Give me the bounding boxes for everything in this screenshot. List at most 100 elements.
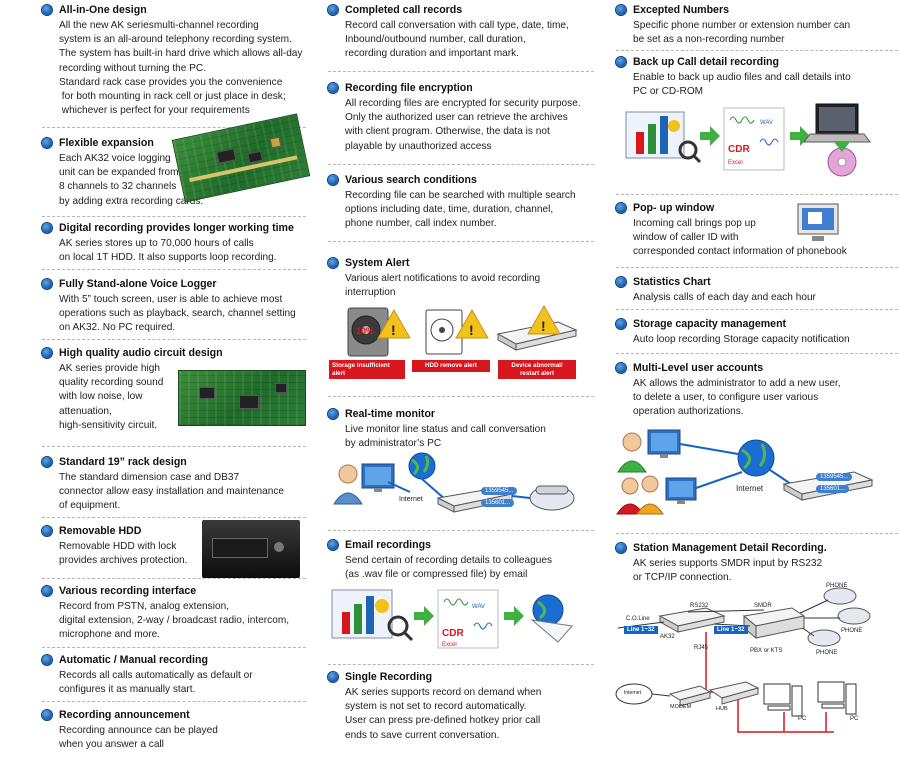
divider [616, 353, 898, 354]
system-alert-illustration: 10% ! ! ! [347, 304, 578, 357]
cd-rom-icon [827, 142, 857, 177]
feature-desc: All the new AK seriesmulti-channel recor… [59, 20, 303, 117]
feature-desc: Records all calls automatically as defau… [59, 670, 253, 696]
phone-number-bubble: 1359545... [481, 487, 518, 495]
feature-realtime-monitor: Real-time monitor Live monitor line stat… [326, 408, 596, 451]
feature-desc: AK series supports SMDR input by RS232 o… [633, 558, 823, 584]
label-line-range: Line 1~32 [624, 626, 658, 634]
feature-title: Digital recording provides longer workin… [40, 222, 308, 235]
divider [42, 517, 306, 518]
label-phone: PHONE [826, 583, 848, 589]
label-smdr: SMDR [754, 603, 772, 609]
divider [616, 50, 898, 51]
feature-multilevel-users: Multi-Level user accounts AK allows the … [614, 362, 900, 420]
chart-document-icon [331, 589, 393, 639]
feature-title: Standard 19” rack design [40, 456, 308, 469]
excel-label: Excel [442, 642, 457, 648]
pbx-device-icon [742, 607, 806, 640]
svg-text:!: ! [541, 318, 546, 334]
feature-email-recordings: Email recordings Send certain of recordi… [326, 539, 596, 582]
label-modem: MODEM [670, 704, 692, 710]
feature-desc: AK series supports record on demand when… [345, 687, 542, 741]
feature-desc: Record from PSTN, analog extension, digi… [59, 601, 290, 641]
divider [328, 241, 594, 242]
user-avatar-icon [616, 477, 644, 515]
telephone-icon [529, 485, 575, 511]
divider [616, 533, 898, 534]
feature-desc: With 5” touch screen, user is able to ac… [59, 294, 296, 334]
feature-title: Station Management Detail Recording. [614, 542, 900, 555]
label-pbx: PBX or KTS [750, 648, 783, 654]
feature-popup-window: Pop- up window Incoming call brings pop … [614, 202, 900, 260]
popup-monitor-icon [797, 203, 839, 241]
phone-number-bubble: 135601... [816, 485, 850, 493]
feature-desc: Recording announce can be played when yo… [59, 725, 218, 751]
feature-backup: Back up Call detail recording Enable to … [614, 56, 900, 99]
feature-desc: Auto loop recording Storage capacity not… [633, 334, 850, 345]
feature-flexible-expansion: Flexible expansion Each AK32 voice loggi… [40, 137, 308, 209]
label-pc: PC [850, 716, 859, 722]
user-avatar-icon [636, 475, 664, 515]
audio-circuit-image [178, 370, 306, 426]
feature-title: Back up Call detail recording [614, 56, 900, 69]
cdr-label: CDR [728, 144, 750, 155]
feature-desc: AK series provide high quality recording… [59, 363, 164, 431]
feature-desc: Record call conversation with call type,… [345, 20, 569, 60]
svg-text:!: ! [391, 322, 396, 338]
storage-percent: 10% [356, 326, 374, 336]
excel-label: Excel [728, 160, 743, 166]
feature-desc: Removable HDD with lock provides archive… [59, 541, 188, 567]
label-phone: PHONE [841, 628, 863, 634]
divider [42, 647, 306, 648]
feature-announcement: Recording announcement Recording announc… [40, 709, 308, 752]
user-avatar-icon [333, 464, 363, 505]
divider [328, 664, 594, 665]
feature-stand-alone: Fully Stand-alone Voice Logger With 5” t… [40, 278, 308, 336]
label-internet: Internet [624, 690, 641, 696]
feature-desc: Incoming call brings pop up window of ca… [633, 218, 847, 258]
label-phone: PHONE [816, 650, 838, 656]
feature-title: Pop- up window [614, 202, 900, 215]
feature-desc: Recording file can be searched with mult… [345, 190, 576, 230]
divider [42, 216, 306, 217]
pc-icon [763, 683, 803, 717]
divider [42, 339, 306, 340]
feature-desc: Each AK32 voice logging unit can be expa… [59, 153, 204, 207]
chart-document-icon [625, 111, 685, 159]
warning-icon: ! [527, 304, 561, 335]
feature-title: Storage capacity management [614, 318, 900, 331]
feature-desc: Analysis calls of each day and each hour [633, 292, 816, 303]
feature-digital-recording: Digital recording provides longer workin… [40, 222, 308, 265]
feature-title: Single Recording [326, 671, 596, 684]
email-globe-icon [530, 594, 573, 643]
monitor-icon [665, 477, 697, 504]
feature-title: Excepted Numbers [614, 4, 900, 17]
feature-completed-records: Completed call records Record call conve… [326, 4, 596, 62]
phone-number-bubble: 135601... [481, 499, 515, 507]
feature-desc: Send certain of recording details to col… [345, 555, 553, 581]
cdr-label: CDR [442, 628, 464, 639]
wav-label: WAV [760, 120, 773, 126]
feature-title: Fully Stand-alone Voice Logger [40, 278, 308, 291]
feature-storage-capacity: Storage capacity management Auto loop re… [614, 318, 900, 347]
monitor-icon [647, 429, 681, 458]
divider [616, 309, 898, 310]
telephone-icon [807, 629, 841, 647]
label-pc: PC [798, 716, 807, 722]
divider [42, 269, 306, 270]
divider [328, 164, 594, 165]
removable-hdd-image [202, 520, 300, 578]
divider [42, 127, 306, 128]
realtime-monitor-illustration [333, 452, 575, 513]
feature-all-in-one: All-in-One design All the new AK seriesm… [40, 4, 308, 118]
label-line-range: Line 1~32 [714, 626, 748, 634]
divider [328, 396, 594, 397]
feature-desc: Specific phone number or extension numbe… [633, 20, 851, 46]
arrow-right-icon [414, 606, 434, 626]
feature-title: Automatic / Manual recording [40, 654, 308, 667]
telephone-icon [837, 607, 871, 625]
divider [42, 446, 306, 447]
feature-auto-manual: Automatic / Manual recording Records all… [40, 654, 308, 697]
globe-icon [408, 452, 436, 480]
laptop-icon [803, 103, 871, 143]
